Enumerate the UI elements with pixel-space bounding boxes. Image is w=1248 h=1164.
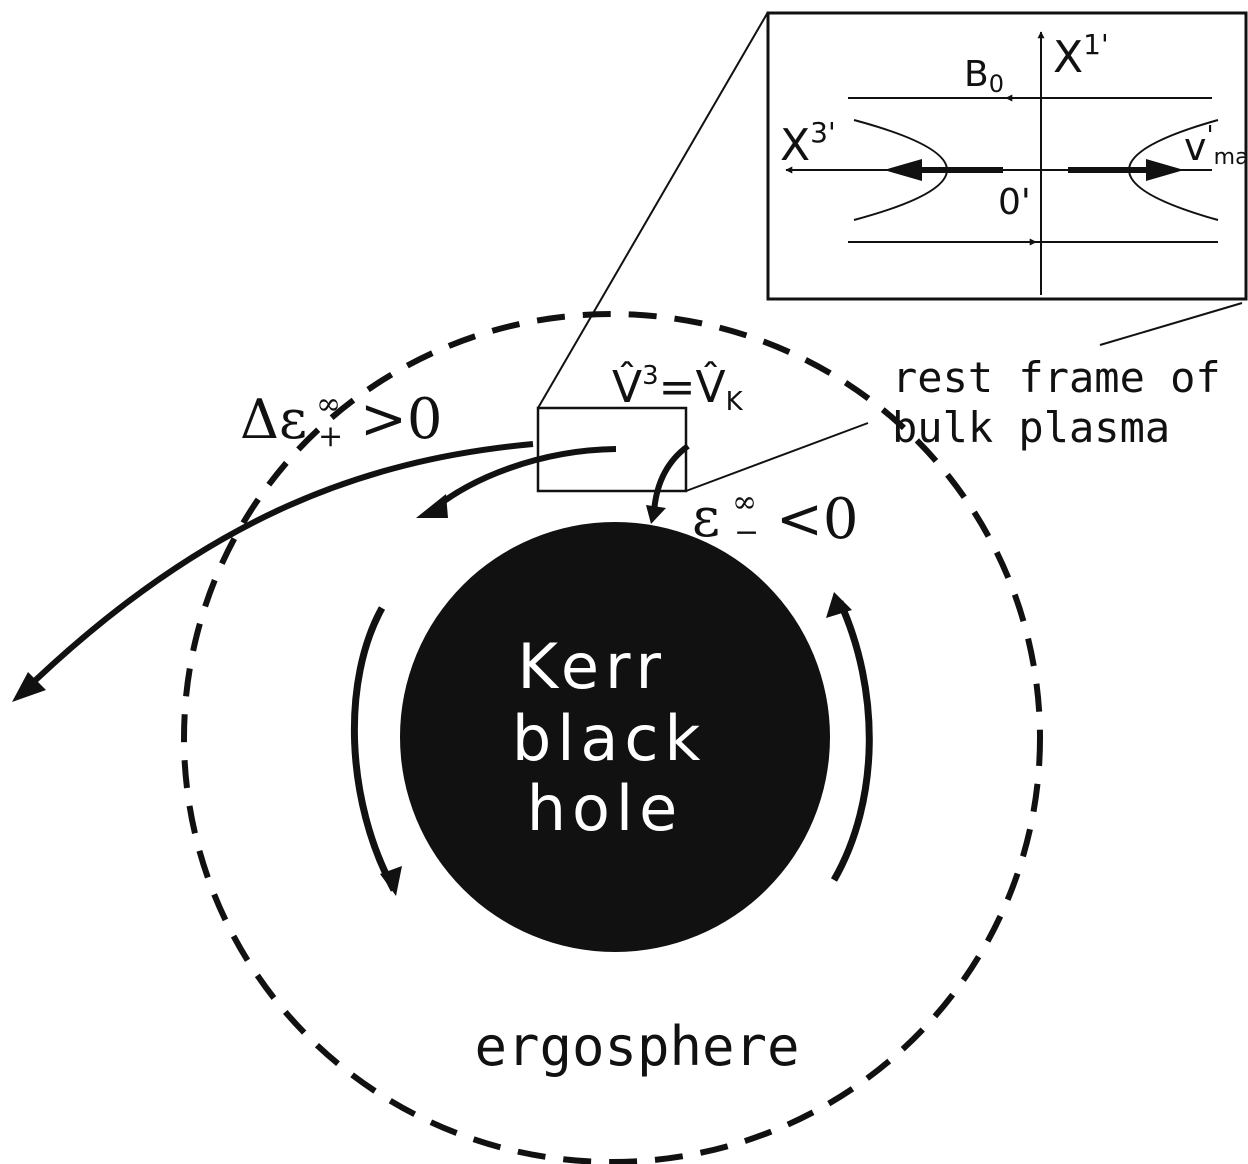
split-arrow-left-head bbox=[416, 494, 448, 518]
b0-label: B0 bbox=[964, 54, 1004, 98]
rotation-arrow-left-head bbox=[380, 866, 402, 896]
black-hole-label-line2: black bbox=[512, 702, 707, 775]
vmax-label: v'max bbox=[1184, 121, 1248, 170]
svg-text:Kerr black hole: Kerr black hole bbox=[512, 630, 732, 845]
velocity-label: V̂3=V̂K bbox=[612, 360, 744, 417]
axis-x3-label: X3' bbox=[780, 116, 836, 171]
ergosphere-boundary bbox=[181, 311, 1043, 1164]
origin-label: 0' bbox=[998, 182, 1031, 223]
zoom-line-top bbox=[537, 11, 769, 409]
inset-panel bbox=[766, 11, 1248, 301]
plasma-frame-label-line1: rest frame of bbox=[892, 353, 1221, 402]
plasma-frame-label-line2: bulk plasma bbox=[892, 403, 1170, 452]
escaping-particle-trajectory bbox=[17, 441, 534, 698]
axis-x1-label: X1' bbox=[1053, 28, 1109, 83]
ergosphere-label: ergosphere bbox=[474, 1015, 799, 1078]
rotation-arrow-right bbox=[830, 600, 873, 882]
zoom-line-inset bbox=[1099, 302, 1243, 346]
escaping-particle-arrowhead bbox=[12, 672, 46, 702]
black-hole-label-line3: hole bbox=[527, 772, 684, 845]
negative-energy-label: ε∞−<0 bbox=[692, 485, 859, 552]
positive-energy-label: Δε∞+>0 bbox=[240, 387, 443, 454]
rotation-arrow-left bbox=[350, 606, 398, 892]
black-hole bbox=[400, 522, 830, 952]
split-arrow-left bbox=[428, 446, 617, 515]
infalling-particle-trajectory bbox=[651, 443, 690, 513]
black-hole-label-line1: Kerr bbox=[517, 630, 667, 703]
plasma-frame-label: rest frame of bulk plasma bbox=[892, 353, 1246, 452]
infalling-particle-arrowhead bbox=[646, 505, 666, 524]
zoom-line-bottom bbox=[685, 422, 869, 492]
rotation-arrow-right-head bbox=[826, 592, 852, 618]
